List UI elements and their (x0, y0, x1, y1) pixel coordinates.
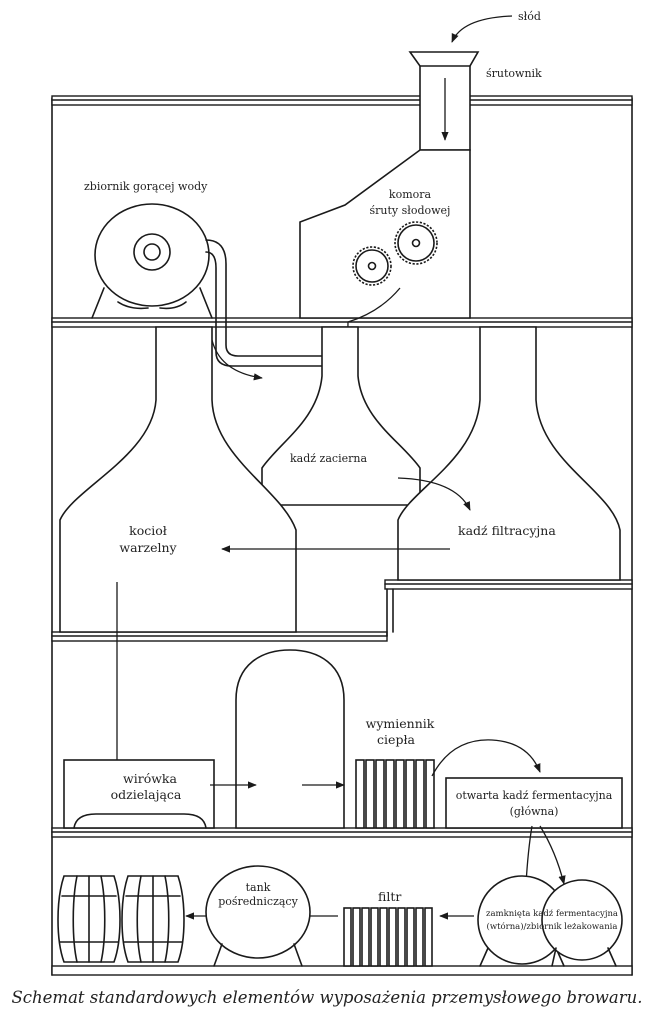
beer-filter (343, 907, 433, 967)
diagram-caption: Schemat standardowych elementów wyposaże… (11, 988, 643, 1007)
exchanger-to-fermenter-arrow (431, 739, 541, 777)
label-wymiennik-1: wymiennik (366, 716, 435, 731)
malt-inlet-arrow (451, 15, 513, 43)
grist-rollers (352, 221, 438, 286)
barrel-left (57, 875, 121, 963)
barrel-right (121, 875, 185, 963)
hot-water-arrow (211, 339, 263, 381)
label-tank-1: tank (246, 881, 271, 894)
floor-2 (51, 317, 633, 328)
label-kociol-2: warzelny (119, 540, 177, 555)
heat-exchanger (355, 759, 435, 829)
label-komora-1: komora (389, 188, 432, 201)
centrifuge (63, 759, 215, 829)
fermenter-arrow-right (539, 825, 566, 885)
label-otwarta-1: otwarta kadź fermentacyjna (456, 789, 613, 802)
label-zamknieta-1: zamknięta kadź fermentacyjna (486, 908, 618, 919)
label-kadz-zacierna: kadź zacierna (290, 452, 367, 465)
mash-to-lauter-arrow (397, 477, 471, 511)
whirlpool-tank (235, 649, 345, 829)
label-tank-2: pośredniczący (218, 895, 298, 908)
bright-beer-tank (205, 865, 311, 967)
open-fermenter (445, 777, 623, 829)
label-wirowka-2: odzielająca (111, 787, 182, 802)
label-otwarta-2: (główna) (510, 805, 559, 818)
label-wymiennik-2: ciepła (377, 732, 415, 747)
label-srutownik: śrutownik (486, 67, 542, 80)
hot-water-pipe-outer (205, 239, 331, 357)
label-wirowka-1: wirówka (123, 771, 177, 786)
label-zamknieta-2: (wtórna)/zbiornik leżakowania (487, 921, 618, 932)
label-kadz-filtracyjna: kadź filtracyjna (458, 523, 556, 538)
floor-bottom (51, 965, 633, 976)
closed-fermenter-right (541, 879, 623, 967)
hot-water-tank (91, 203, 213, 319)
label-kociol-1: kocioł (129, 523, 167, 538)
label-zbiornik: zbiornik gorącej wody (84, 180, 208, 193)
grist-chamber (299, 149, 471, 319)
floor-top (51, 95, 633, 106)
lauter-tun (397, 326, 621, 581)
mash-tun (261, 326, 421, 506)
brew-kettle (59, 326, 297, 633)
label-komora-2: śruty słodowej (370, 204, 451, 217)
label-filtr: filtr (378, 889, 401, 904)
grist-to-mash-arrow (342, 287, 401, 443)
label-slod: słód (518, 10, 541, 23)
malt-mill-hopper (408, 51, 480, 151)
